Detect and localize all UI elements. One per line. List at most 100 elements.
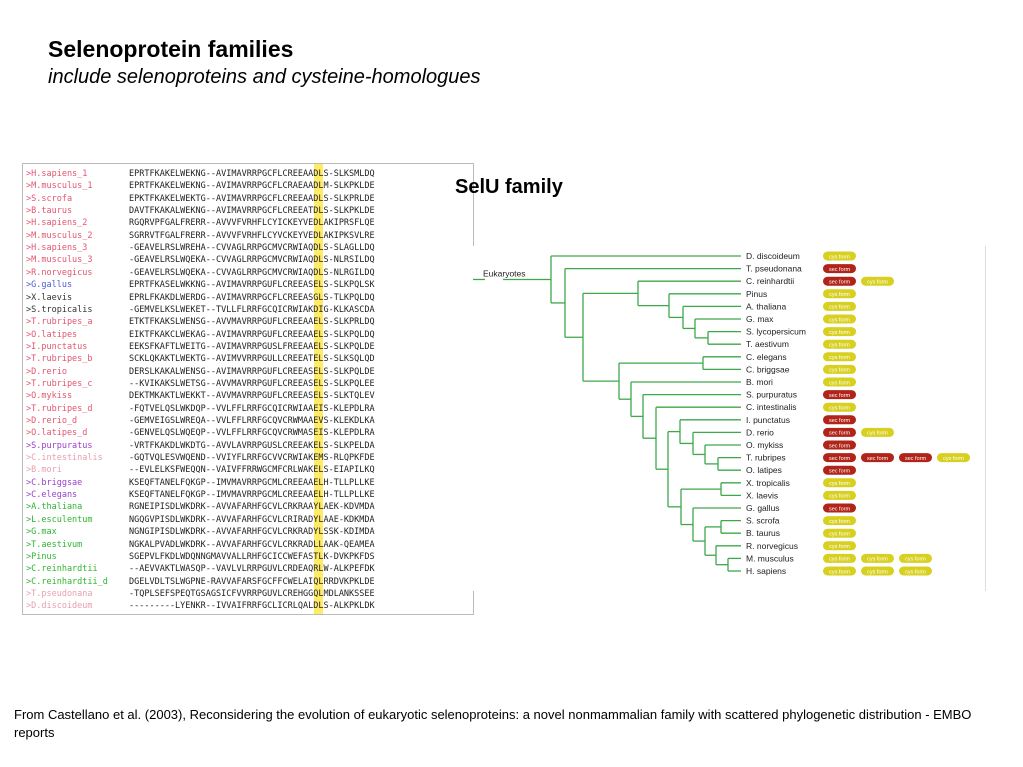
cys-form-badge: cys form (823, 478, 856, 488)
badge-text: cys form (829, 519, 850, 525)
sequence-text: DGELVDLTSLWGPNE-RAVVAFARSFGCFFCWELAIQLRR… (129, 576, 375, 587)
taxon-label: M. musculus (746, 553, 794, 563)
species-name: >B.taurus (26, 206, 73, 217)
cys-form-badge: cys form (937, 453, 970, 463)
sequence-text: --AEVVAKTLWASQP--VAVLVLRRPGUVLCRDEAQRLW-… (129, 564, 375, 575)
sec-form-badge: sec form (823, 503, 856, 513)
badge-text: cys form (829, 406, 850, 412)
sequence-text: --EVLELKSFWEQQN--VAIVFFRRWGCMFCRLWAKELS-… (129, 465, 375, 476)
species-name: >S.scrofa (26, 193, 73, 204)
badge-text: cys form (829, 557, 850, 563)
sequence-text: NGKALPVADLWKDRK--AVVAFARHFGCVLCRKRADLLAA… (129, 539, 375, 550)
badge-shape (823, 301, 856, 311)
taxon-label: O. latipes (746, 465, 782, 475)
species-name: >H.sapiens_1 (26, 169, 88, 179)
badge-shape (823, 440, 856, 450)
taxon-label: S. lycopersicum (746, 327, 806, 337)
badge-text: cys form (829, 494, 850, 500)
cys-form-badge: cys form (823, 402, 856, 412)
page-title: Selenoprotein families (48, 36, 294, 62)
sequence-text: KSEQFTANELFQKGP--IMVMAVRRPGCMLCREEAAELH-… (129, 490, 375, 501)
sequence-text: RGNEIPISDLWKDRK--AVVAFARHFGCVLCRKRAAYLAE… (129, 502, 375, 513)
taxon-label: T. rubripes (746, 453, 786, 463)
badge-shape (823, 251, 856, 261)
cys-form-badge: cys form (823, 339, 856, 349)
sec-form-badge: sec form (899, 453, 932, 463)
cys-form-badge: cys form (823, 289, 856, 299)
badge-shape (823, 553, 856, 563)
alignment-highlight-column (314, 164, 323, 614)
badge-text: sec form (829, 418, 851, 424)
species-name: >M.musculus_3 (26, 255, 93, 266)
badge-text: cys form (829, 481, 850, 487)
sequence-text: EPRTFKAKELWEKNG--AVIMAVRRPGCFLCRAEAADLM-… (129, 181, 375, 192)
species-name: >I.punctatus (26, 341, 88, 352)
cys-form-badge: cys form (899, 553, 932, 563)
taxon-label: D. rerio (746, 427, 774, 437)
badge-text: cys form (867, 569, 888, 575)
sec-form-badge: sec form (823, 264, 856, 274)
sec-form-badge: sec form (823, 465, 856, 475)
cys-form-badge: cys form (823, 377, 856, 387)
taxon-label: C. intestinalis (746, 402, 797, 412)
species-name: >G.max (26, 527, 57, 538)
sec-form-badge: sec form (823, 440, 856, 450)
badge-shape (823, 541, 856, 551)
cys-form-badge: cys form (823, 314, 856, 324)
sequence-text: -GEMVEIGSLWREQA--VVLFFLRRFGCQVCRWMAAEVS-… (129, 416, 375, 426)
sequence-text: SGEPVLFKDLWDQNNGMAVVALLRHFGCICCWEFASTLK-… (129, 551, 375, 562)
taxon-label: S. scrofa (746, 516, 780, 526)
species-name: >C.intestinalis (26, 453, 103, 464)
badge-text: cys form (829, 254, 850, 260)
species-name: >S.purpuratus (26, 440, 93, 451)
sequence-text: DEKTMKAKTLWEKKT--AVVMAVRRPGUFLCREEASELS-… (129, 391, 375, 402)
badge-text: sec form (829, 280, 851, 286)
species-name: >L.esculentum (26, 514, 93, 525)
badge-shape (823, 377, 856, 387)
badge-text: cys form (905, 569, 926, 575)
selu-family-label: SelU family (455, 176, 563, 198)
badge-text: cys form (829, 380, 850, 386)
page-subtitle: include selenoproteins and cysteine-homo… (48, 66, 481, 88)
taxon-label: B. mori (746, 377, 773, 387)
badge-text: sec form (829, 443, 851, 449)
badge-text: sec form (867, 456, 889, 462)
species-name: >A.thaliana (26, 502, 83, 513)
badge-shape (899, 553, 932, 563)
badge-shape (823, 478, 856, 488)
cys-form-badge: cys form (861, 553, 894, 563)
sequence-text: -TQPLSEFSPEQTGSAGSICFVVRRPGUVLCREHGGQLMD… (129, 588, 375, 599)
cys-form-badge: cys form (823, 566, 856, 576)
sequence-text: --KVIKAKSLWETSG--AVVMAVRRPGUFLCREEASELS-… (129, 378, 375, 389)
taxon-label: T. pseudonana (746, 264, 802, 274)
sequence-text: -GEAVELRSLWQEKA--CVVAGLRRPGCMVCRWIAQDLS-… (129, 255, 375, 266)
taxon-label: D. discoideum (746, 251, 800, 261)
species-name: >T.aestivum (26, 539, 83, 550)
taxon-label: R. norvegicus (746, 541, 798, 551)
species-name: >T.rubripes_b (26, 354, 93, 365)
sec-form-badge: sec form (823, 276, 856, 286)
sequence-text: EIKTFKAKCLWEKAG--AVIMAVRRPGUFLCREEAAELS-… (129, 329, 375, 340)
cys-form-badge: cys form (823, 352, 856, 362)
badge-text: cys form (829, 544, 850, 550)
badge-shape (861, 276, 894, 286)
citation-footnote: From Castellano et al. (2003), Reconside… (14, 707, 972, 740)
species-name: >C.reinhardtii_d (26, 576, 108, 587)
badge-shape (823, 566, 856, 576)
badge-text: cys form (829, 343, 850, 349)
cys-form-badge: cys form (861, 276, 894, 286)
cys-form-badge: cys form (823, 301, 856, 311)
taxon-label: I. punctatus (746, 415, 790, 425)
taxon-label: A. thaliana (746, 301, 786, 311)
badge-shape (823, 352, 856, 362)
badge-shape (823, 453, 856, 463)
cys-form-badge: cys form (823, 251, 856, 261)
species-name: >S.tropicalis (26, 304, 93, 315)
species-name: >O.mykiss (26, 391, 73, 402)
badge-shape (823, 528, 856, 538)
species-name: >H.sapiens_2 (26, 218, 88, 229)
taxon-label: X. laevis (746, 490, 778, 500)
sequence-text: SCKLQKAKTLWEKTG--AVIMVVRRPGULLCREEATELS-… (129, 354, 375, 365)
